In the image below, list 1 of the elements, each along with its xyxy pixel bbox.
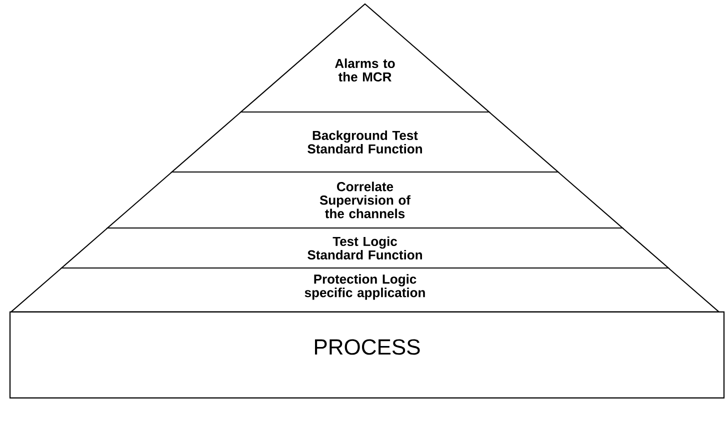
base-box: PROCESS bbox=[9, 311, 725, 399]
